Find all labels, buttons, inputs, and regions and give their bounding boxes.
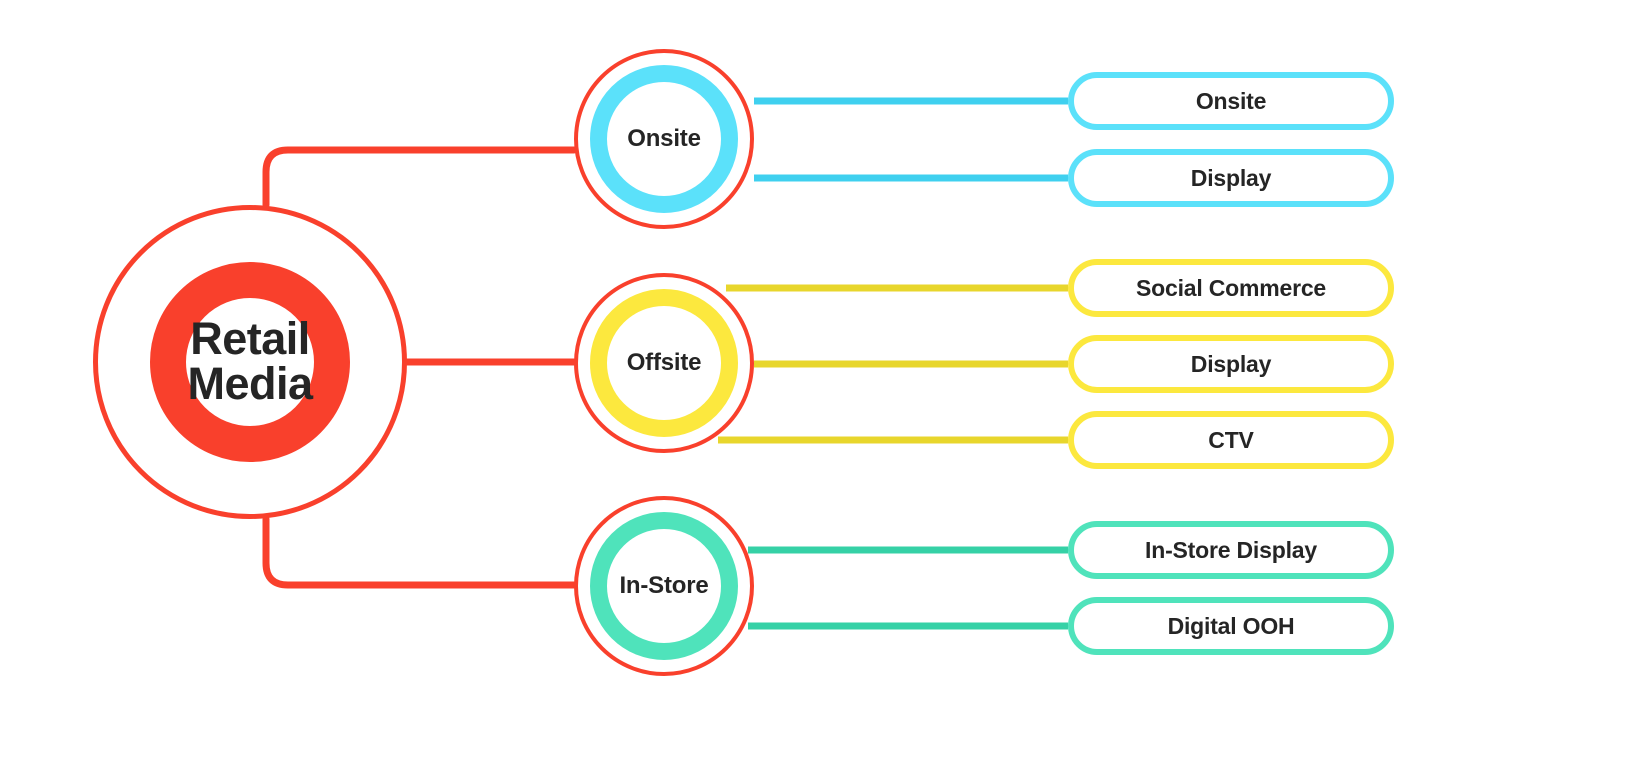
root-node-outer-ring (93, 205, 407, 519)
root-node[interactable]: Retail Media (150, 262, 350, 462)
branch-node-onsite-ring: Onsite (590, 65, 738, 213)
leaf-pill-social-commerce[interactable]: Social Commerce (1068, 259, 1394, 317)
leaf-pill-display-offsite[interactable]: Display (1068, 335, 1394, 393)
branch-node-onsite[interactable]: Onsite (574, 49, 754, 229)
edge-root-to-in-store (262, 515, 578, 589)
leaf-pill-social-commerce-label: Social Commerce (1135, 274, 1327, 301)
branch-node-in-store-label: In-Store (619, 572, 709, 599)
leaf-pill-in-store-display[interactable]: In-Store Display (1068, 521, 1394, 579)
leaf-pill-display-onsite[interactable]: Display (1068, 149, 1394, 207)
leaf-pill-onsite[interactable]: Onsite (1068, 72, 1394, 130)
leaf-pill-display-offsite-label: Display (1190, 350, 1272, 377)
root-node-label: Retail Media (187, 313, 313, 409)
branch-node-offsite[interactable]: Offsite (574, 273, 754, 453)
edge-root-to-onsite (262, 146, 578, 209)
leaf-pill-digital-ooh[interactable]: Digital OOH (1068, 597, 1394, 655)
leaf-pill-digital-ooh-label: Digital OOH (1167, 612, 1295, 639)
branch-node-in-store[interactable]: In-Store (574, 496, 754, 676)
leaf-pill-ctv[interactable]: CTV (1068, 411, 1394, 469)
leaf-pill-ctv-label: CTV (1208, 426, 1254, 453)
branch-node-in-store-ring: In-Store (590, 512, 738, 660)
leaf-pill-in-store-display-label: In-Store Display (1145, 536, 1317, 563)
branch-node-offsite-ring: Offsite (590, 289, 738, 437)
leaf-pill-display-onsite-label: Display (1190, 164, 1272, 191)
leaf-pill-onsite-label: Onsite (1195, 87, 1267, 114)
branch-node-onsite-label: Onsite (627, 125, 701, 152)
branch-node-offsite-label: Offsite (626, 349, 702, 376)
